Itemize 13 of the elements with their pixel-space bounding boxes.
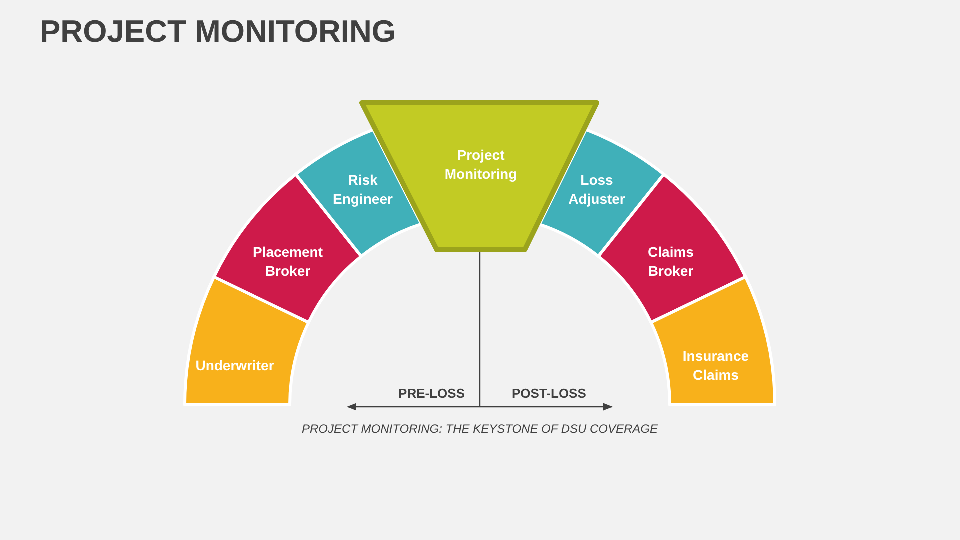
segment-label: Project Monitoring <box>444 146 518 184</box>
segment-label: Placement Broker <box>252 243 324 281</box>
segment-label: Underwriter <box>196 356 274 376</box>
timeline-label: POST-LOSS <box>512 386 586 401</box>
segment-label: Loss Adjuster <box>568 171 626 209</box>
segment-label: Risk Engineer <box>332 171 394 209</box>
title: PROJECT MONITORING <box>40 14 396 50</box>
segment-label: Insurance Claims <box>682 347 750 385</box>
caption: PROJECT MONITORING: THE KEYSTONE OF DSU COVERAGE <box>300 422 660 436</box>
segment-label: Claims Broker <box>647 243 695 281</box>
arch-segment <box>183 275 311 407</box>
arch-segment <box>649 275 777 407</box>
timeline-label: PRE-LOSS <box>398 386 465 401</box>
